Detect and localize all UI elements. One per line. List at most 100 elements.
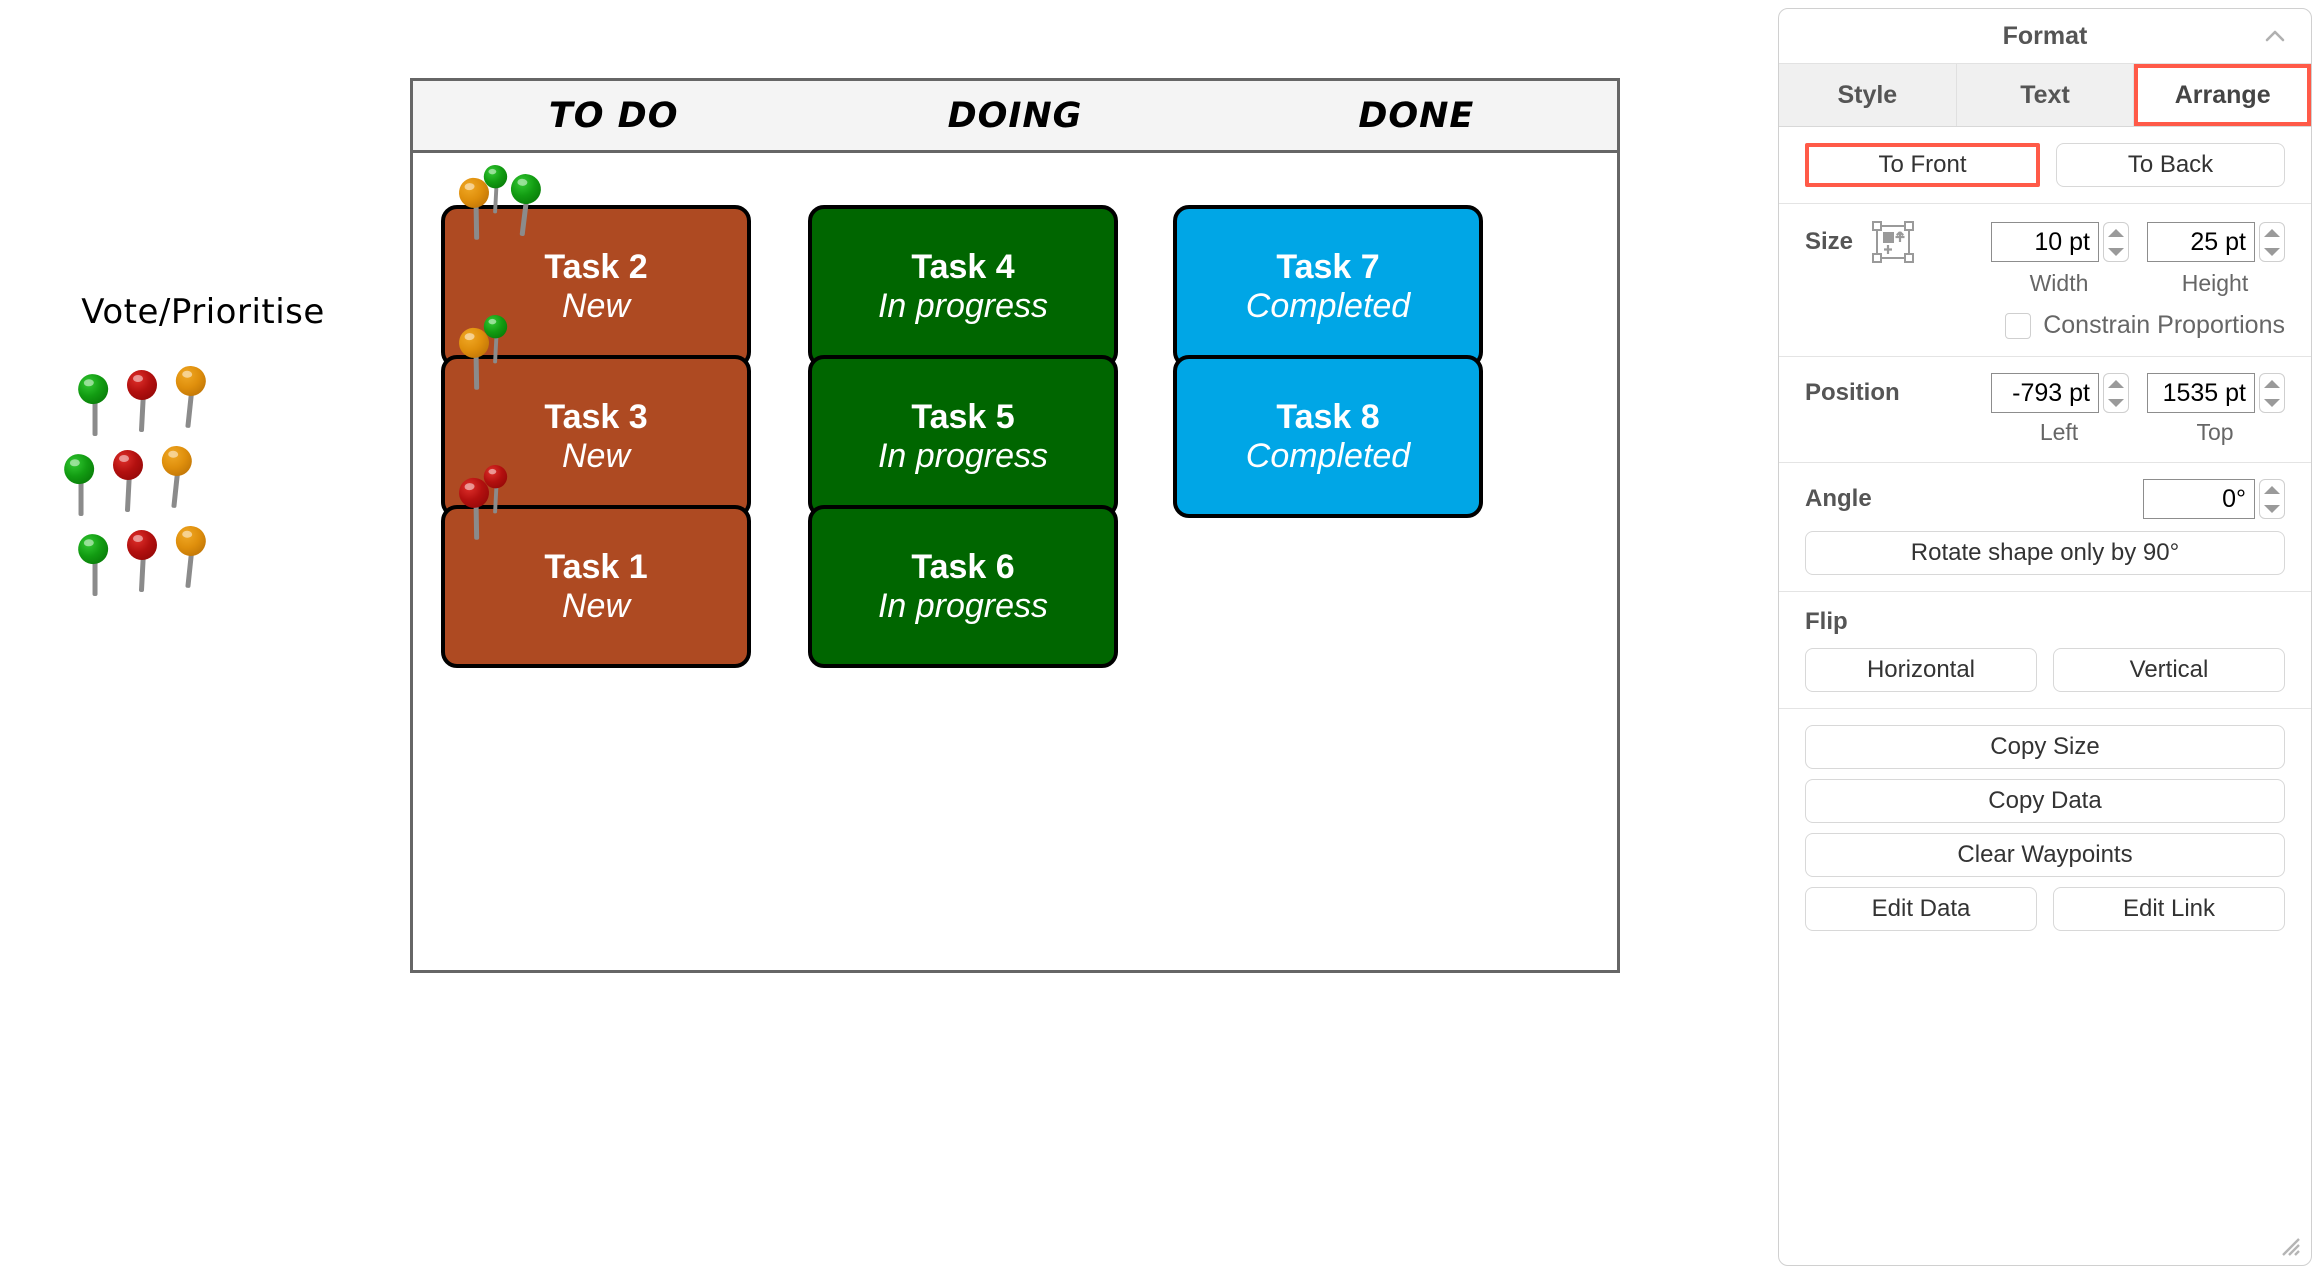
task-title: Task 4: [911, 248, 1015, 287]
pin-orange[interactable]: [172, 525, 209, 589]
task-status: New: [561, 436, 631, 475]
constrain-proportions-checkbox[interactable]: [2005, 312, 2032, 339]
to-back-button[interactable]: To Back: [2056, 143, 2285, 187]
flip-horizontal-button[interactable]: Horizontal: [1805, 648, 2037, 692]
to-front-button[interactable]: To Front: [1805, 143, 2040, 187]
height-spinner[interactable]: [2259, 222, 2285, 262]
size-label: Size: [1805, 228, 1854, 255]
tab-style[interactable]: Style: [1779, 64, 1957, 126]
height-stepper[interactable]: 25 pt: [2147, 222, 2285, 262]
vote-pin-row: [63, 445, 248, 530]
pin-head: [77, 533, 109, 565]
angle-input[interactable]: 0°: [2143, 479, 2255, 519]
copy-size-button[interactable]: Copy Size: [1805, 725, 2285, 769]
format-panel-header: Format: [1779, 9, 2311, 63]
spinner-down-icon[interactable]: [2108, 247, 2124, 256]
task-status: In progress: [877, 286, 1049, 325]
task-title: Task 1: [544, 548, 648, 587]
spinner-down-icon[interactable]: [2108, 398, 2124, 407]
edit-data-button[interactable]: Edit Data: [1805, 887, 2037, 931]
constrain-proportions-row[interactable]: Constrain Proportions: [1805, 311, 2285, 340]
task-title: Task 5: [911, 398, 1015, 437]
height-input[interactable]: 25 pt: [2147, 222, 2255, 262]
left-sublabel: Left: [2039, 419, 2079, 445]
left-input[interactable]: -793 pt: [1991, 373, 2099, 413]
column-header-to-do: TO DO: [548, 95, 679, 136]
card-vote-pins: [457, 165, 597, 240]
left-stepper[interactable]: -793 pt: [1991, 373, 2129, 413]
card-vote-pins: [457, 465, 597, 540]
pin-head: [63, 453, 95, 485]
task-status: New: [561, 586, 631, 625]
pin-orange[interactable]: [172, 365, 209, 429]
pin-green[interactable]: [483, 315, 510, 364]
tab-arrange[interactable]: Arrange: [2134, 64, 2311, 126]
angle-section: Angle 0° Rotate shape only by 90°: [1779, 462, 2311, 591]
task-status: Completed: [1245, 286, 1411, 325]
pin-head: [483, 465, 508, 489]
vote-pin-row: [76, 365, 248, 450]
pin-red[interactable]: [112, 450, 146, 513]
spinner-down-icon[interactable]: [2264, 398, 2280, 407]
rotate-shape-button[interactable]: Rotate shape only by 90°: [1805, 531, 2285, 575]
flip-section: Flip Horizontal Vertical: [1779, 591, 2311, 708]
top-input[interactable]: 1535 pt: [2147, 373, 2255, 413]
chevron-up-icon[interactable]: [2261, 22, 2289, 50]
pin-green[interactable]: [62, 453, 99, 517]
pin-head: [175, 525, 207, 557]
width-spinner[interactable]: [2103, 222, 2129, 262]
task-title: Task 8: [1276, 398, 1380, 437]
size-section: Size 10 pt: [1779, 203, 2311, 356]
top-spinner[interactable]: [2259, 373, 2285, 413]
spinner-down-icon[interactable]: [2264, 247, 2280, 256]
pin-green[interactable]: [76, 533, 113, 597]
left-spinner[interactable]: [2103, 373, 2129, 413]
pin-green[interactable]: [76, 373, 113, 437]
width-input[interactable]: 10 pt: [1991, 222, 2099, 262]
column-header-done: DONE: [1358, 95, 1475, 136]
pin-orange[interactable]: [158, 445, 195, 509]
angle-stepper[interactable]: 0°: [2143, 479, 2285, 519]
resize-grip-icon[interactable]: [2275, 1231, 2301, 1257]
pin-red[interactable]: [126, 530, 160, 593]
format-tabs[interactable]: Style Text Arrange: [1779, 63, 2311, 126]
pin-green[interactable]: [483, 165, 510, 214]
pin-green[interactable]: [507, 173, 545, 237]
copy-data-button[interactable]: Copy Data: [1805, 779, 2285, 823]
pin-red[interactable]: [126, 370, 160, 433]
autosize-icon[interactable]: [1871, 220, 1915, 264]
spinner-up-icon[interactable]: [2108, 379, 2124, 388]
width-stepper[interactable]: 10 pt: [1991, 222, 2129, 262]
task-status: Completed: [1245, 436, 1411, 475]
pin-red[interactable]: [483, 465, 510, 514]
pin-head: [161, 445, 193, 477]
edit-link-button[interactable]: Edit Link: [2053, 887, 2285, 931]
position-section: Position -793 pt 1535 pt: [1779, 356, 2311, 462]
spinner-down-icon[interactable]: [2264, 504, 2280, 513]
tab-text[interactable]: Text: [1956, 64, 2135, 126]
top-sublabel: Top: [2196, 419, 2234, 445]
angle-spinner[interactable]: [2259, 479, 2285, 519]
clear-waypoints-button[interactable]: Clear Waypoints: [1805, 833, 2285, 877]
spinner-up-icon[interactable]: [2108, 228, 2124, 237]
spinner-up-icon[interactable]: [2264, 379, 2280, 388]
spinner-up-icon[interactable]: [2264, 485, 2280, 494]
spinner-up-icon[interactable]: [2264, 228, 2280, 237]
task-status: In progress: [877, 436, 1049, 475]
format-panel: Format Style Text Arrange To Front To Ba…: [1778, 8, 2312, 1266]
flip-vertical-button[interactable]: Vertical: [2053, 648, 2285, 692]
top-stepper[interactable]: 1535 pt: [2147, 373, 2285, 413]
pin-head: [113, 450, 143, 480]
